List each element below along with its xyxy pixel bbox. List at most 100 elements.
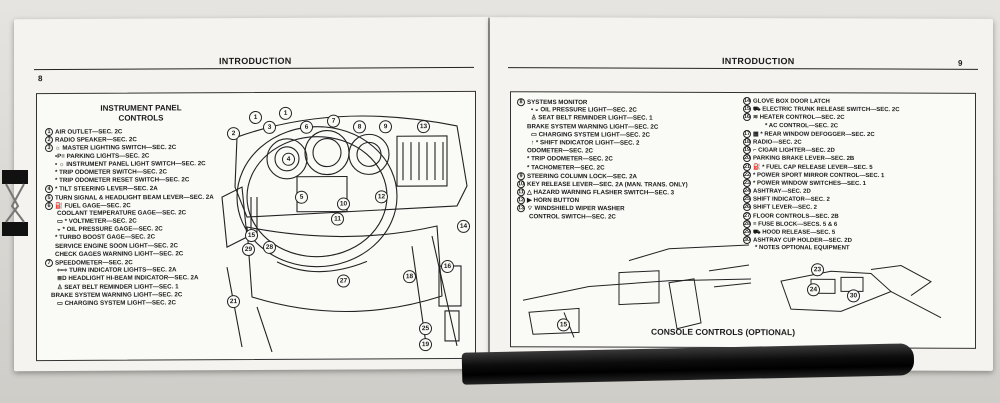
- item-marker: 14: [743, 97, 751, 106]
- legend-item: * NOTES OPTIONAL EQUIPMENT: [755, 245, 850, 252]
- left-page-number: 8: [38, 74, 43, 84]
- legend-item: ▭ CHARGING SYSTEM LIGHT—SEC. 2C: [57, 299, 176, 307]
- callout-marker: 27: [337, 274, 350, 288]
- item-marker: 20: [743, 154, 751, 163]
- right-page-header: INTRODUCTION: [722, 55, 795, 67]
- item-marker: 8: [517, 98, 525, 107]
- item-marker: 21: [743, 162, 751, 171]
- item-marker: 19: [743, 146, 751, 155]
- callout-marker: 19: [419, 338, 432, 352]
- callout-marker: 30: [847, 289, 860, 303]
- callout-marker: 4: [282, 152, 295, 166]
- dashboard-illustration: [221, 115, 468, 353]
- callout-marker: 6: [300, 120, 313, 134]
- header-rule: [34, 66, 474, 71]
- console-controls-caption: CONSOLE CONTROLS (OPTIONAL): [651, 326, 796, 338]
- callout-marker: 5: [295, 190, 308, 204]
- turn-arrows-icon: ⇦⇨: [57, 267, 70, 275]
- item-marker: 22: [743, 170, 751, 179]
- callout-marker: 15: [245, 228, 258, 243]
- hood-car-icon: ⛟: [753, 229, 763, 236]
- callout-marker: 29: [242, 242, 255, 257]
- item-marker: 13: [517, 204, 525, 213]
- callout-marker: 12: [375, 190, 388, 204]
- fuel-icon: ⛽: [753, 164, 763, 171]
- legend-item: CONTROL SWITCH—SEC. 2C: [529, 212, 616, 221]
- legend-item: * TACHOMETER—SEC. 2C: [527, 163, 605, 172]
- item-marker: 1: [45, 128, 53, 137]
- callout-marker: 21: [227, 295, 240, 309]
- callout-marker: 13: [417, 120, 430, 134]
- callout-marker: 7: [327, 114, 340, 128]
- owner-manual-book: INTRODUCTION 8 INSTRUMENT PANEL CONTROLS…: [8, 16, 998, 372]
- console-controls-illustration: [780, 265, 942, 319]
- item-marker: 27: [743, 211, 751, 220]
- item-marker: 18: [743, 137, 751, 146]
- item-marker: 25: [743, 195, 751, 204]
- battery-icon: ▭: [57, 218, 65, 226]
- callout-marker: 8: [353, 120, 366, 134]
- legend-item: 16≋ HEATER CONTROL—SEC. 2C: [743, 113, 845, 122]
- left-page-header: INTRODUCTION: [219, 55, 292, 67]
- item-marker: 28: [743, 219, 751, 228]
- right-page-number: 9: [958, 58, 963, 68]
- callout-marker: 9: [379, 120, 392, 134]
- callout-marker: 15: [557, 318, 570, 332]
- header-rule: [508, 67, 978, 70]
- callout-marker: 28: [263, 240, 276, 254]
- callout-marker: 25: [419, 322, 432, 336]
- callout-marker: 24: [807, 283, 820, 297]
- item-marker: 12: [517, 196, 525, 205]
- item-marker: 2: [45, 136, 53, 145]
- callout-marker: 1: [279, 106, 292, 120]
- callout-marker: 3: [263, 120, 276, 134]
- callout-marker: 11: [331, 212, 344, 226]
- hi-beam-icon: ≣D: [57, 275, 69, 283]
- callout-marker: 14: [457, 219, 470, 233]
- parking-light-icon: •P≡: [55, 152, 67, 160]
- item-marker: 26: [743, 203, 751, 212]
- left-page: INTRODUCTION 8 INSTRUMENT PANEL CONTROLS…: [14, 16, 488, 372]
- console-illustration: [522, 244, 752, 338]
- charging-icon: ▭: [531, 131, 539, 139]
- item-marker: 23: [743, 178, 751, 187]
- item-marker: 7: [45, 259, 53, 268]
- item-marker: 10: [517, 180, 525, 189]
- item-marker: 24: [743, 187, 751, 196]
- item-marker: 17: [743, 129, 751, 138]
- panel-title: INSTRUMENT PANEL CONTROLS: [100, 103, 182, 123]
- wiper-icon: ⌔: [527, 205, 535, 213]
- callout-marker: 18: [403, 270, 416, 284]
- binder-clip-icon: [0, 170, 34, 240]
- trunk-car-icon: ⛟: [753, 106, 763, 113]
- callout-marker: 10: [337, 197, 350, 211]
- item-marker: 5: [45, 193, 53, 202]
- item-marker: 3: [45, 144, 53, 153]
- legend-item: 21⛽ * FUEL CAP RELEASE LEVER—SEC. 5: [743, 162, 873, 171]
- item-marker: 4: [45, 185, 53, 194]
- item-marker: 11: [517, 188, 525, 197]
- callout-marker: 2: [227, 127, 240, 141]
- oil-icon: • ◒: [531, 106, 541, 114]
- item-marker: 9: [517, 171, 525, 180]
- heater-icon: ≋: [753, 114, 760, 122]
- item-marker: 6: [45, 201, 53, 210]
- legend-item: * AC CONTROL—SEC. 2C: [765, 122, 839, 129]
- item-marker: 29: [743, 228, 751, 237]
- panel-light-icon: • ☼: [55, 160, 67, 168]
- callout-marker: 1: [249, 110, 262, 125]
- callout-marker: 23: [811, 263, 824, 277]
- item-marker: 15: [743, 105, 751, 114]
- charging-icon: ▭: [57, 299, 65, 307]
- callout-marker: 16: [441, 259, 454, 274]
